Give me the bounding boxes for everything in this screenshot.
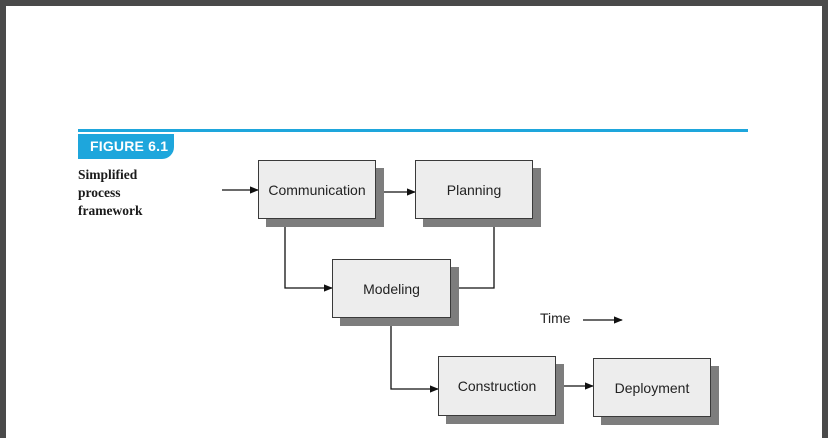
node-construction: Construction [438, 356, 556, 416]
flow-connectors [222, 186, 623, 393]
planning-to-modeling-arrow [450, 219, 495, 292]
caption-line-1: Simplified [78, 167, 138, 182]
figure-caption: Simplified process framework [78, 166, 178, 220]
caption-line-2: process [78, 185, 121, 200]
node-deployment: Deployment [593, 358, 711, 417]
figure-header-rule [78, 129, 748, 132]
caption-line-3: framework [78, 203, 143, 218]
figure-label: FIGURE 6.1 [78, 134, 174, 159]
node-modeling: Modeling [332, 259, 451, 318]
node-planning: Planning [415, 160, 533, 219]
document-page: FIGURE 6.1 Simplified process framework … [6, 6, 822, 438]
node-communication: Communication [258, 160, 376, 219]
communication-to-modeling-arrow [284, 219, 333, 292]
time-label: Time [540, 310, 571, 326]
modeling-to-construction-arrow [390, 318, 439, 393]
